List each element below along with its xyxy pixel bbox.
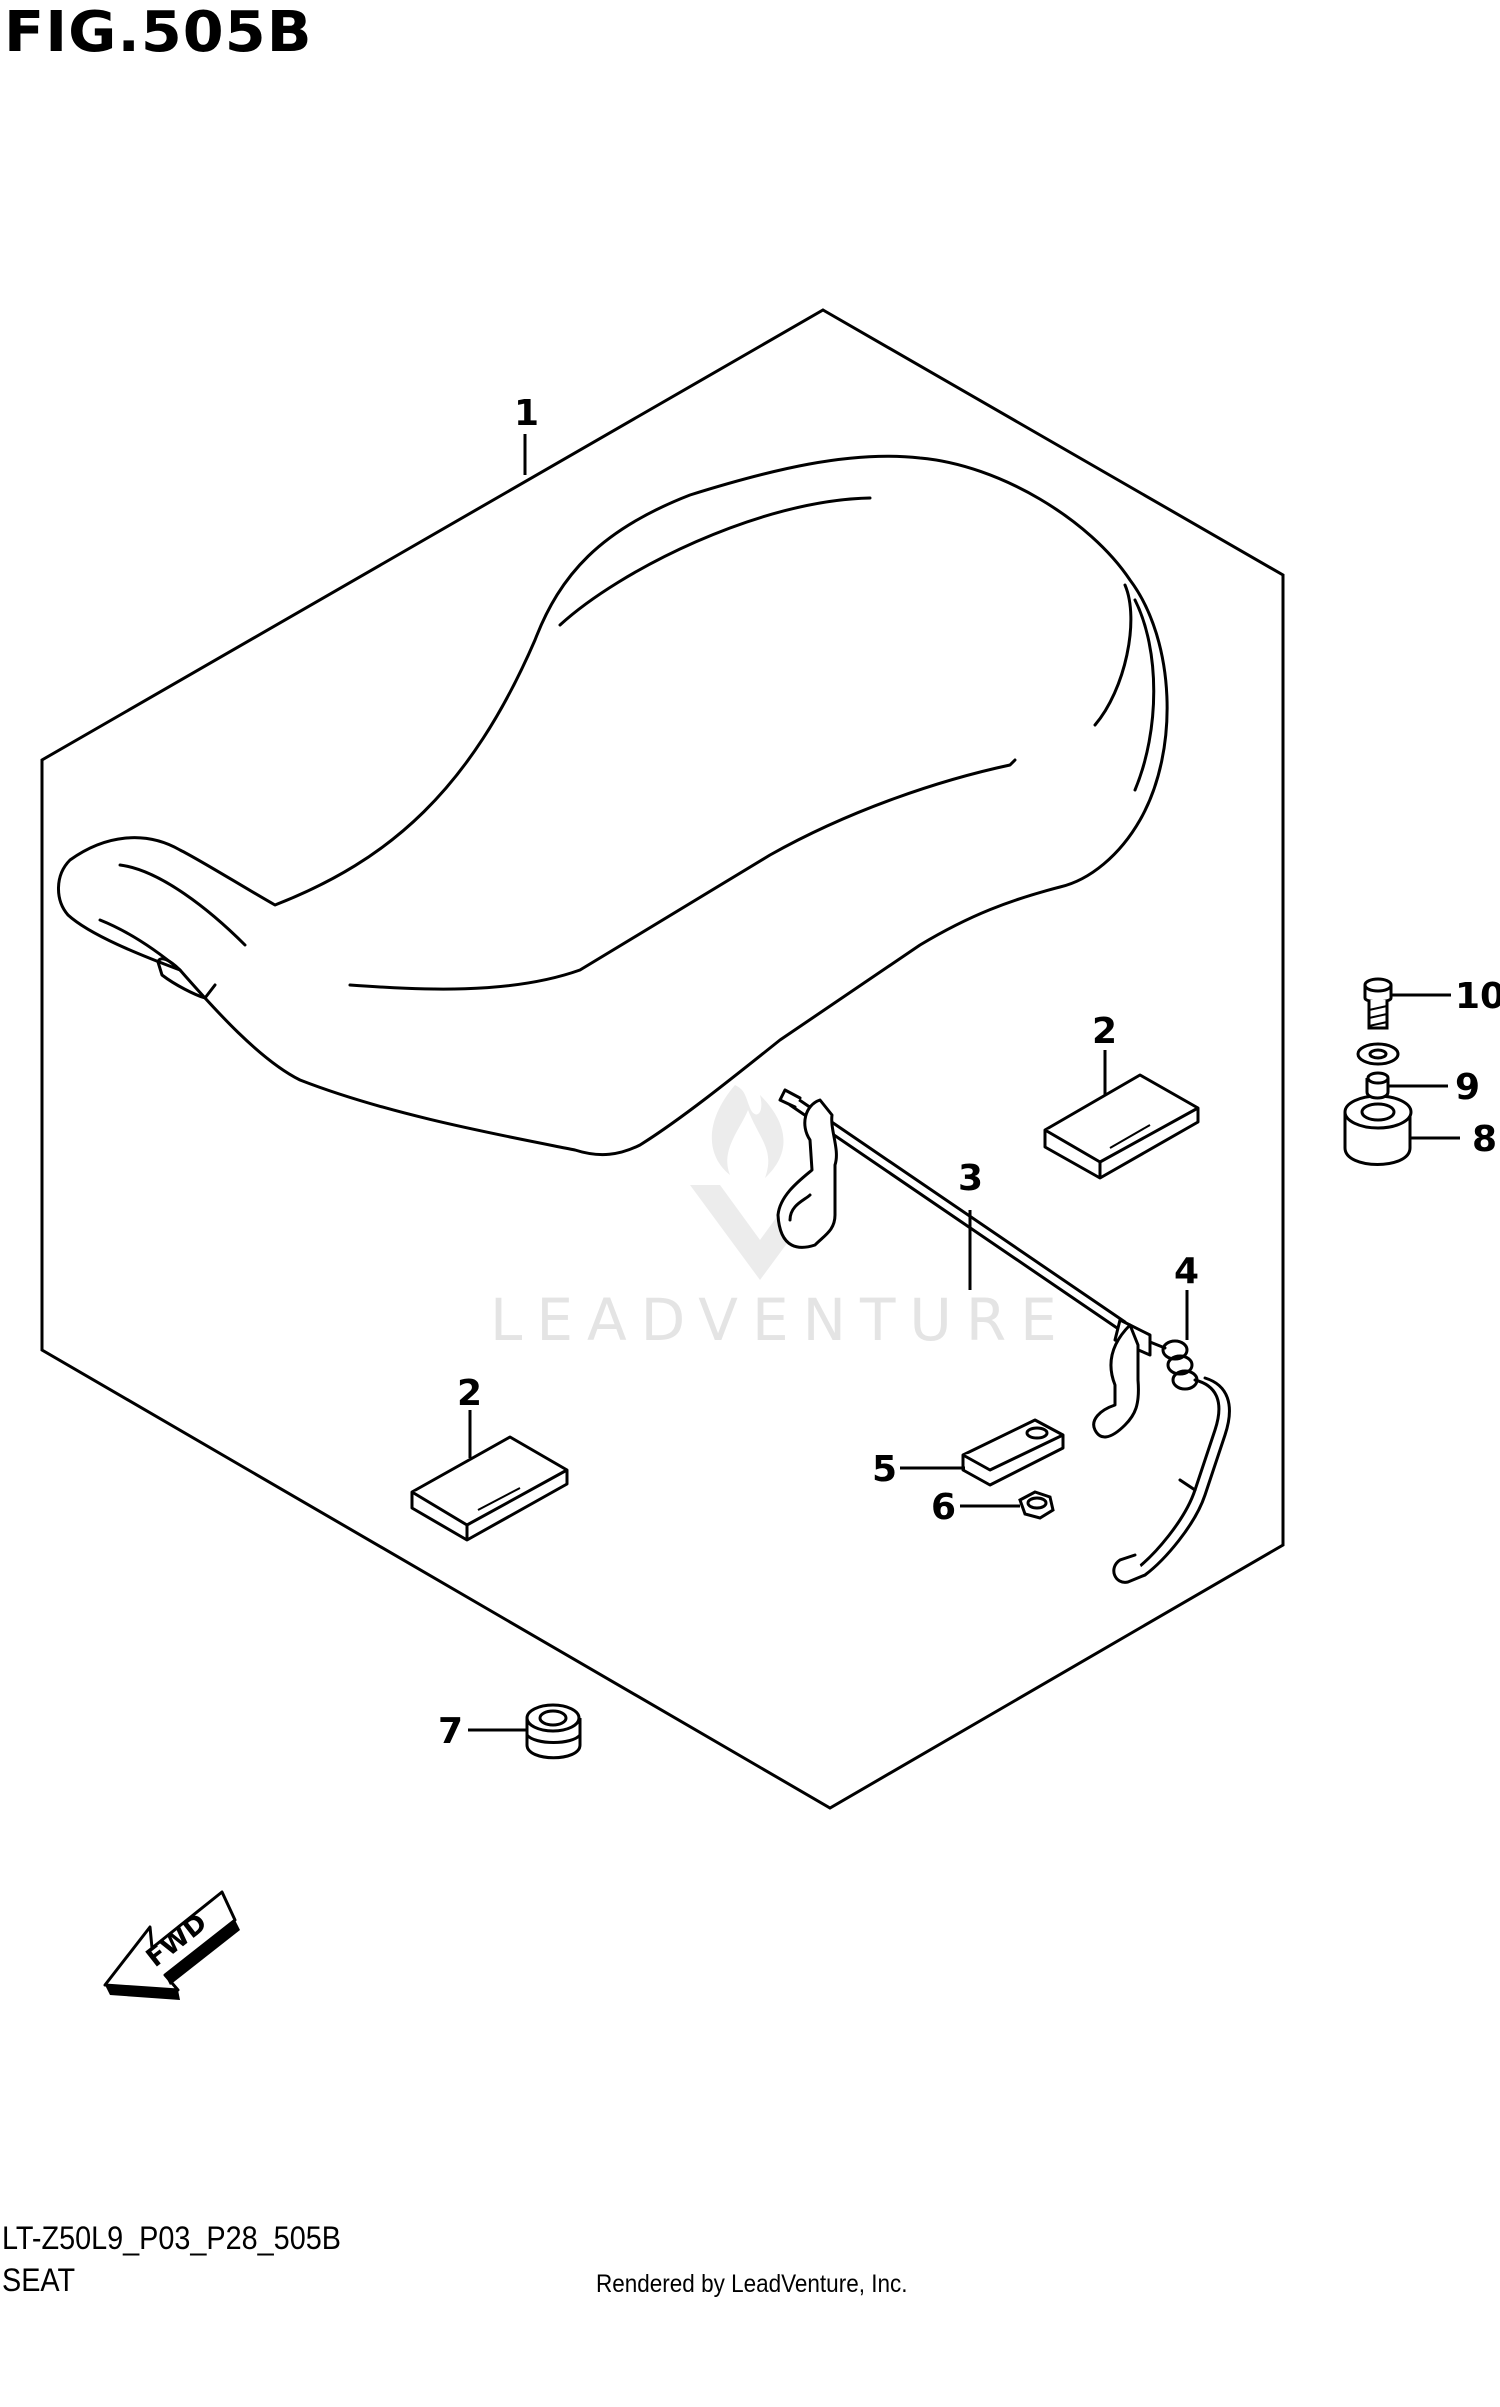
callout-10: 10	[1455, 976, 1500, 1017]
callout-6: 6	[931, 1487, 956, 1528]
rendered-by-credit: Rendered by LeadVenture, Inc.	[596, 2270, 908, 2298]
callout-4: 4	[1174, 1251, 1199, 1292]
seat-lock-part-3	[776, 1088, 1167, 1439]
collar-part-8	[1343, 1094, 1413, 1166]
figure-code: LT-Z50L9_P03_P28_505B	[2, 2220, 341, 2256]
callout-7: 7	[438, 1711, 463, 1752]
callout-8: 8	[1472, 1119, 1497, 1160]
callout-1: 1	[514, 393, 539, 434]
assembly-frame	[40, 308, 1285, 1810]
pad-part-2-left	[410, 1435, 569, 1542]
callout-3: 3	[958, 1158, 983, 1199]
callout-2a: 2	[1092, 1011, 1117, 1052]
watermark-text: LEADVENTURE	[490, 1286, 1071, 1354]
bolt-part-10	[1356, 977, 1400, 1066]
nut-part-6	[1018, 1490, 1055, 1520]
pad-part-2-right	[1043, 1073, 1200, 1180]
cushion-part-7	[525, 1703, 582, 1760]
callout-5: 5	[872, 1449, 897, 1490]
callout-2b: 2	[457, 1373, 482, 1414]
figure-name: SEAT	[2, 2262, 76, 2298]
plate-part-5	[961, 1418, 1065, 1487]
seat-part-1	[57, 454, 1169, 1156]
bushing-part-9	[1365, 1071, 1390, 1100]
spring-part-4	[1112, 1339, 1231, 1584]
figure-title: FIG.505B	[4, 0, 313, 65]
callout-9: 9	[1455, 1067, 1480, 1108]
fwd-arrow-icon: FWD	[103, 1890, 240, 2000]
